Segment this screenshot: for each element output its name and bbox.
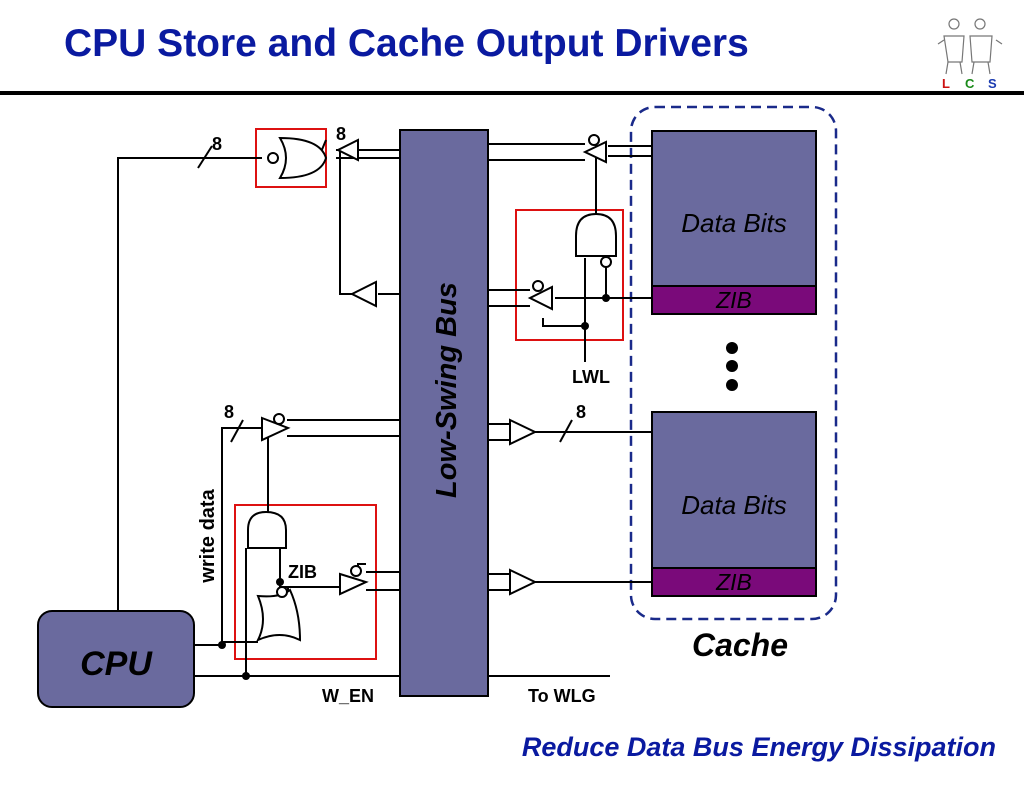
width-label-top-gate: 8 [336, 124, 346, 144]
zib-top-label: ZIB [715, 287, 752, 313]
highlight-box-write-logic [234, 504, 377, 660]
cache-and-gate [575, 212, 617, 268]
logo-letter-s: S [988, 76, 997, 91]
buffer-cache-top [582, 134, 607, 164]
width-label-top-left: 8 [212, 134, 222, 154]
buffer-bus-to-cache-1 [509, 418, 538, 446]
lcs-logo: L C S [937, 18, 1003, 91]
buffer-bus-to-cache-2 [509, 568, 538, 596]
write-nor-gate [255, 586, 302, 643]
ellipsis-dots [726, 342, 738, 391]
highlight-box-cache-driver [515, 209, 624, 341]
logo-letter-c: C [965, 76, 975, 91]
data-bits-block-top [651, 130, 817, 287]
write-and-gate [247, 510, 287, 549]
w-en-label: W_EN [322, 686, 374, 706]
slide-footer: Reduce Data Bus Energy Dissipation [521, 732, 996, 762]
wiring [117, 140, 652, 677]
zib-block-top [651, 285, 817, 315]
cache-boundary [629, 105, 838, 621]
to-wlg-label: To WLG [528, 686, 596, 706]
data-bits-bottom-label: Data Bits [681, 490, 787, 520]
zib-signal-label: ZIB [288, 562, 317, 582]
logo-letter-l: L [942, 76, 950, 91]
title-rule [0, 91, 1024, 95]
output-nand-gate [267, 136, 328, 180]
buffer-write-data [261, 413, 291, 442]
cpu-label: CPU [80, 645, 153, 683]
low-swing-bus [399, 129, 489, 697]
width-label-write: 8 [224, 402, 234, 422]
write-data-label: write data [197, 488, 219, 583]
cache-label: Cache [692, 627, 788, 663]
zib-bottom-label: ZIB [715, 569, 752, 595]
buffer-cache-driver [527, 280, 553, 311]
cpu-block [37, 610, 195, 708]
slide-title: CPU Store and Cache Output Drivers [64, 22, 749, 65]
lwl-label: LWL [572, 367, 610, 387]
buffer-feedback [349, 280, 377, 308]
junction-dots [218, 294, 610, 680]
data-bits-top-label: Data Bits [681, 208, 787, 238]
width-label-right: 8 [576, 402, 586, 422]
lcs-logo-figures [937, 18, 1003, 75]
buffer-top-bus-out [335, 138, 359, 162]
buffer-zib [339, 565, 369, 596]
bus-label: Low-Swing Bus [431, 282, 463, 498]
